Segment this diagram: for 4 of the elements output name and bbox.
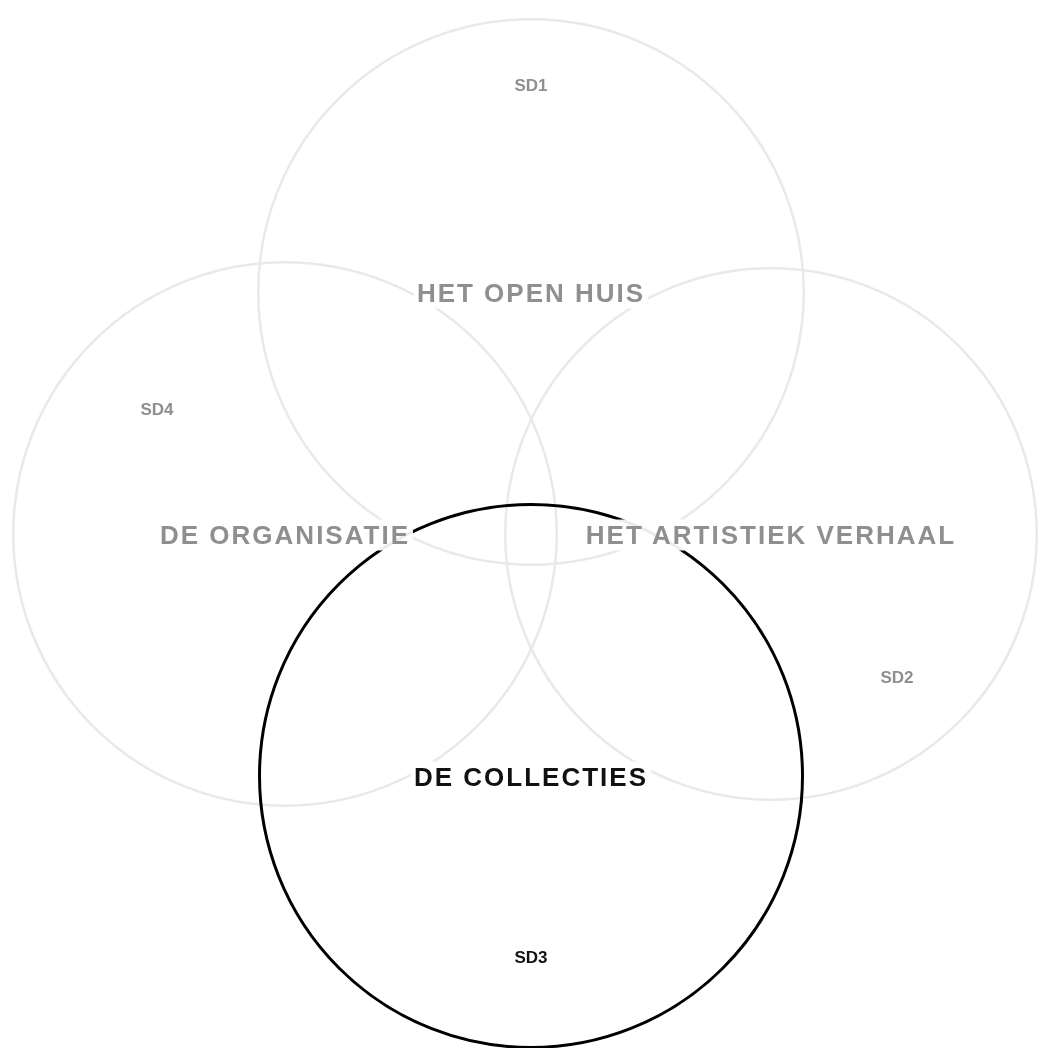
- circle-code: SD4: [140, 400, 174, 420]
- circle-code: SD2: [880, 668, 914, 688]
- circle-code: SD1: [514, 76, 548, 96]
- circle-code: SD3: [514, 948, 548, 968]
